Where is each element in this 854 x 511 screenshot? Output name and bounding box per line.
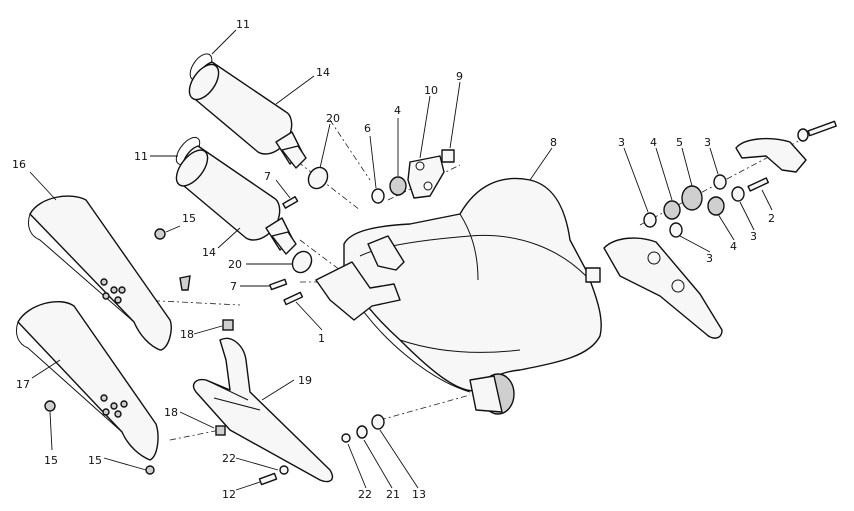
- callout-11: 11: [236, 18, 250, 31]
- washer-3-right: [731, 186, 745, 202]
- callout-3: 3: [618, 136, 625, 149]
- callout-20: 20: [326, 112, 340, 125]
- nut-15-upper: [154, 228, 166, 240]
- grommet-4-right: [707, 196, 725, 216]
- nut-18-upper: [222, 319, 234, 331]
- main-exhaust-box: [315, 177, 602, 415]
- washer-3-left: [643, 212, 657, 228]
- mount-plate: [603, 237, 723, 339]
- callout-22: 22: [358, 488, 372, 501]
- callout-12: 12: [222, 488, 236, 501]
- callout-15: 15: [88, 454, 102, 467]
- callout-labels: 11 14 20 7 11 14 20 7 16 15 1 18 17 19 1…: [12, 18, 775, 501]
- callout-9: 9: [456, 70, 463, 83]
- silencer-bracket: [192, 337, 334, 483]
- callout-3: 3: [704, 136, 711, 149]
- callout-4: 4: [394, 104, 401, 117]
- grommet-upper: [179, 275, 191, 291]
- callout-4: 4: [650, 136, 657, 149]
- leader-lines: [29, 29, 773, 491]
- callout-7: 7: [264, 170, 271, 183]
- washer-22-right: [341, 433, 351, 443]
- washer-3-lower: [669, 222, 683, 238]
- callout-17: 17: [16, 378, 30, 391]
- bolt-9: [441, 149, 455, 163]
- lower-heat-shield: [15, 301, 159, 461]
- bolt-1: [283, 291, 304, 306]
- screw-7-upper: [282, 196, 299, 209]
- washer-6: [371, 188, 385, 204]
- washer-3-top: [713, 174, 727, 190]
- callout-7: 7: [230, 280, 237, 293]
- lower-silencer-body: [175, 145, 297, 255]
- upper-silencer-body: [188, 61, 307, 169]
- spacer-5: [681, 185, 703, 211]
- callout-21: 21: [386, 488, 400, 501]
- grommet-4-upper: [389, 176, 407, 196]
- callout-16: 16: [12, 158, 26, 171]
- callout-6: 6: [364, 122, 371, 135]
- callout-4: 4: [730, 240, 737, 253]
- callout-14: 14: [316, 66, 330, 79]
- screw-7-lower: [269, 278, 288, 291]
- callout-15: 15: [44, 454, 58, 467]
- callout-5: 5: [676, 136, 683, 149]
- callout-3: 3: [750, 230, 757, 243]
- nut-18-lower: [215, 425, 226, 436]
- bracket-upper-right: [735, 137, 807, 173]
- bolt-12: [258, 472, 278, 486]
- callout-18: 18: [180, 328, 194, 341]
- callout-13: 13: [412, 488, 426, 501]
- callout-19: 19: [298, 374, 312, 387]
- callout-1: 1: [318, 332, 325, 345]
- callout-2: 2: [768, 212, 775, 225]
- callout-11: 11: [134, 150, 148, 163]
- spacer-21: [356, 425, 368, 439]
- clamp-upper: [307, 166, 329, 190]
- callout-14: 14: [202, 246, 216, 259]
- grommet-4-left: [663, 200, 681, 220]
- strap-10: [407, 155, 445, 199]
- callout-10: 10: [424, 84, 438, 97]
- callout-20: 20: [228, 258, 242, 271]
- callout-3: 3: [706, 252, 713, 265]
- callout-18: 18: [164, 406, 178, 419]
- nut-15-lower: [145, 465, 155, 475]
- callout-8: 8: [550, 136, 557, 149]
- nut-15-lower-left: [44, 400, 56, 412]
- bush-13: [371, 414, 385, 430]
- callout-15: 15: [182, 212, 196, 225]
- upper-heat-shield: [27, 195, 172, 351]
- bolt-upper-right: [797, 120, 837, 142]
- callout-22: 22: [222, 452, 236, 465]
- clamp-lower: [291, 250, 313, 274]
- bolt-2: [747, 177, 770, 192]
- washer-22-left: [279, 465, 289, 475]
